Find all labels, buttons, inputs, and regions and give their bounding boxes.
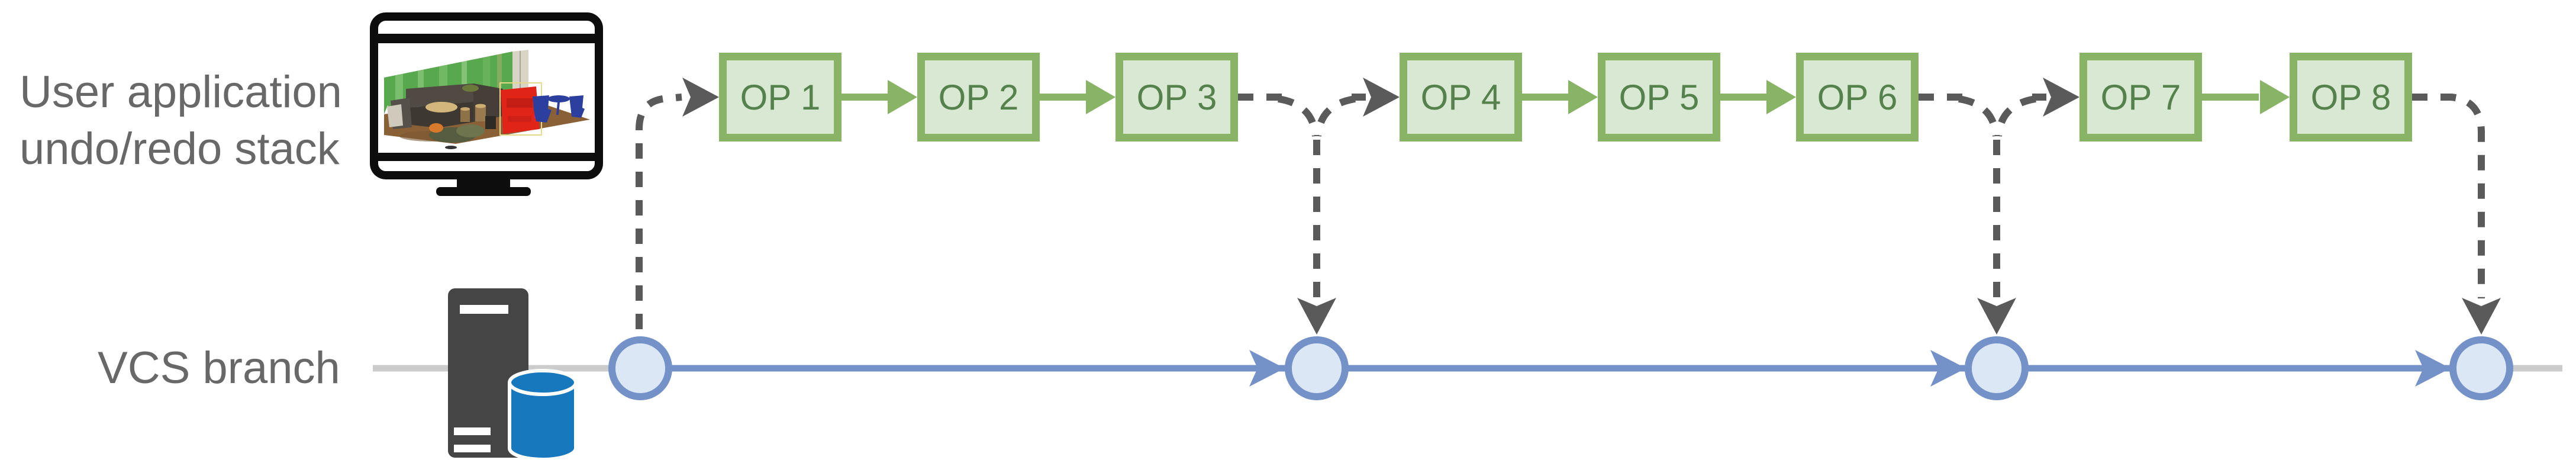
green-arrow: [1720, 80, 1796, 114]
user-stack-label-line1: User application: [20, 67, 342, 117]
arrowhead-into-commit2: [1297, 298, 1336, 335]
dashed-drop-commit4: [2412, 94, 2485, 298]
op-box-3: OP 3: [1115, 53, 1238, 142]
database-icon: [508, 369, 578, 461]
user-stack-label: User application undo/redo stack: [20, 64, 342, 178]
dashed-curve-right: [1314, 95, 1356, 137]
arrowhead-into-commit4: [2462, 298, 2501, 335]
branch-arrowhead: [1249, 350, 1285, 387]
dashed-connectors: [636, 94, 2485, 329]
op-box-2: OP 2: [917, 53, 1040, 142]
dashed-curve-left: [1277, 95, 1319, 137]
green-arrow: [1040, 80, 1115, 114]
op-box-7: OP 7: [2080, 53, 2202, 142]
dashed-riser-commit1-op1: [636, 94, 682, 329]
op-arrows: [842, 80, 2290, 114]
arrowhead-into-op1: [682, 78, 719, 117]
arrowhead-into-op4: [1363, 78, 1400, 117]
dashed-arrowheads: [682, 78, 2501, 335]
point-cloud-scene: [384, 50, 590, 149]
green-arrow: [842, 80, 917, 114]
commit-nodes: [608, 336, 2513, 400]
op-box-8: OP 8: [2290, 53, 2412, 142]
branch-arrowhead: [1930, 350, 1966, 387]
op-box-1: OP 1: [719, 53, 842, 142]
commit-node-4: [2449, 336, 2513, 400]
commit-node-3: [1965, 336, 2029, 400]
vcs-branch-line: [373, 350, 2562, 387]
op-box-5: OP 5: [1598, 53, 1720, 142]
arrowhead-into-commit3: [1977, 298, 2016, 335]
op-box-6: OP 6: [1796, 53, 1919, 142]
user-stack-label-line2: undo/redo stack: [20, 124, 340, 174]
vcs-branch-label: VCS branch: [98, 343, 340, 393]
arrowhead-into-op7: [2043, 78, 2080, 117]
branch-arrowhead: [2415, 350, 2451, 387]
dashed-curve-left: [1958, 95, 2000, 137]
green-arrow: [1522, 80, 1598, 114]
commit-node-2: [1285, 336, 1349, 400]
green-arrow: [2202, 80, 2290, 114]
op-box-4: OP 4: [1400, 53, 1522, 142]
commit-node-1: [608, 336, 672, 400]
dashed-curve-right: [1995, 95, 2037, 137]
